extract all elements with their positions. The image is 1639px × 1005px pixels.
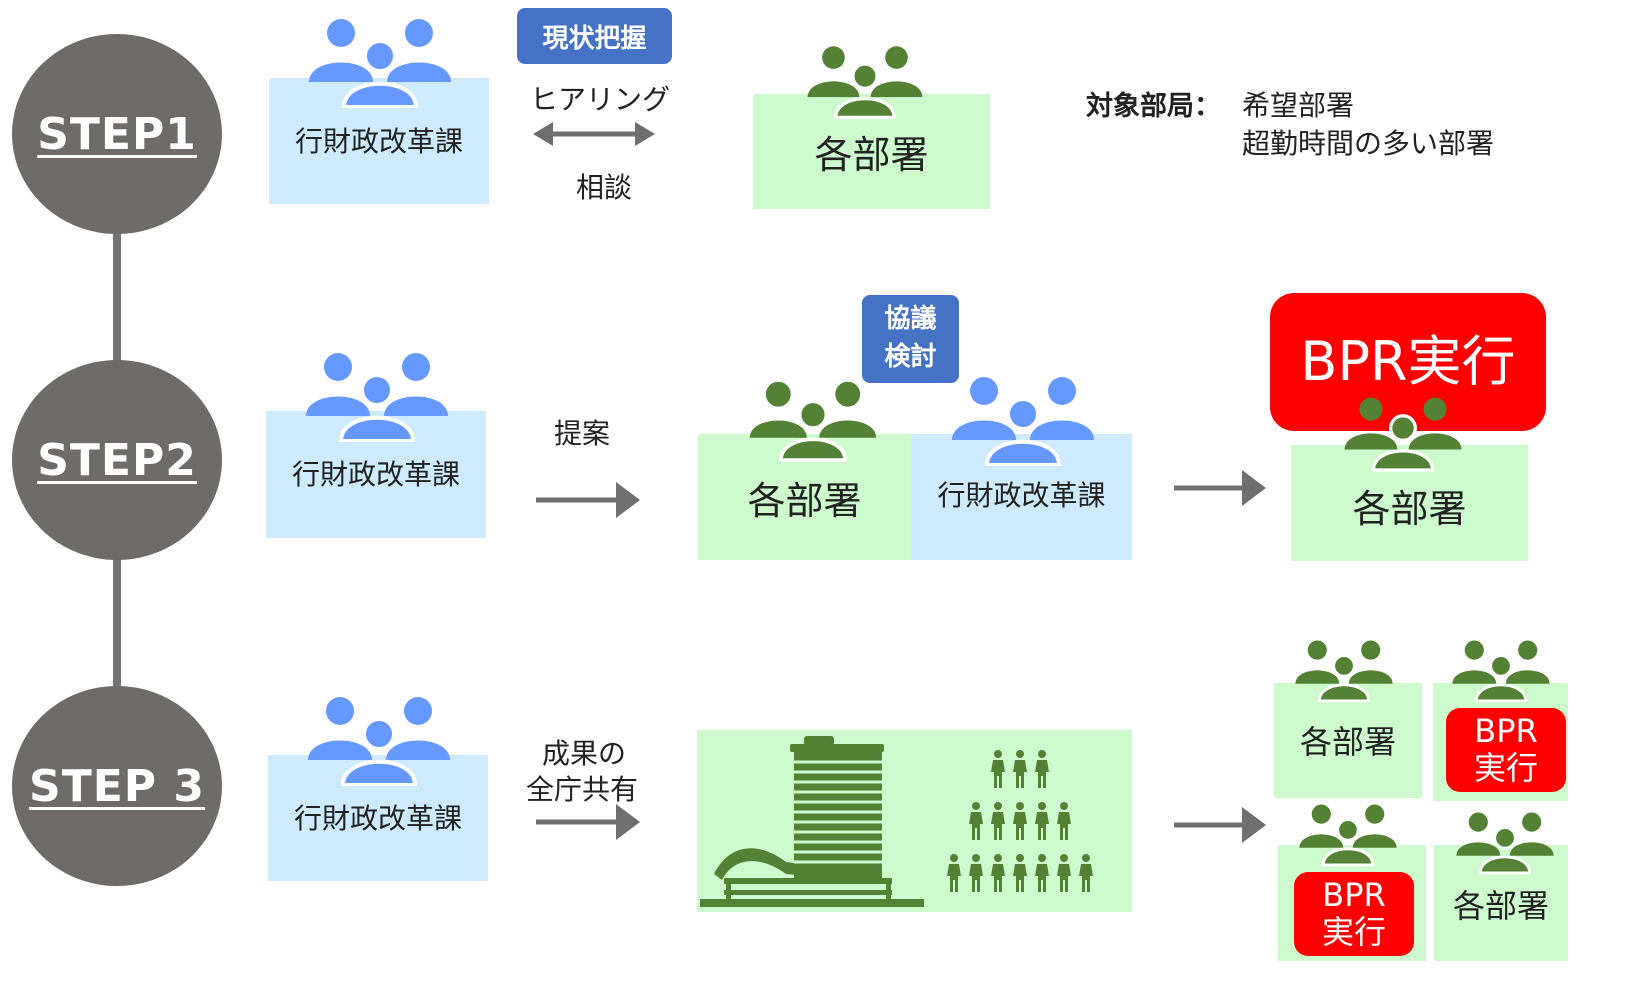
bpr-line1: BPR: [1322, 876, 1386, 915]
crowd-pyramid-icon: [947, 750, 1093, 892]
people-group-icon: [952, 377, 1094, 466]
tag-discussion-line2: 検討: [884, 342, 937, 372]
tag-current-status: 現状把握: [517, 8, 672, 64]
step1-dept-label: 各部署: [814, 133, 929, 177]
step3-dept-a-box: 各部署: [1274, 683, 1422, 798]
step2-admin-label: 行財政改革課: [291, 458, 460, 491]
people-group-icon: [309, 19, 451, 108]
step1-dept-box: 各部署: [753, 94, 990, 209]
proposal-label: 提案: [554, 417, 611, 450]
step2-result-dept-label: 各部署: [1352, 487, 1467, 531]
arrow-right-icon: [536, 804, 640, 840]
step2-circle: STEP2: [12, 360, 222, 560]
bpr-line2: 実行: [1321, 913, 1386, 951]
bpr-line2: 実行: [1473, 749, 1538, 787]
building-icon: [700, 736, 924, 907]
timeline-connector: [113, 545, 121, 705]
people-group-icon: [807, 46, 923, 119]
consult-label: 相談: [576, 171, 633, 204]
people-group-icon: [308, 697, 450, 786]
step3-dept-d-box: 各部署: [1434, 845, 1568, 961]
bpr-execute-badge: BPR実行: [1270, 293, 1546, 431]
step3-dept-d-label: 各部署: [1452, 887, 1549, 925]
step3-admin-label: 行財政改革課: [293, 802, 462, 835]
timeline-connector: [113, 220, 121, 380]
people-group-icon: [1456, 812, 1554, 875]
step1-label: STEP1: [37, 108, 197, 160]
step3-circle: STEP 3: [12, 686, 222, 886]
step1-circle: STEP1: [12, 34, 222, 234]
step2-admin2-label: 行財政改革課: [937, 479, 1106, 512]
bpr-execute-badge: BPR 実行: [1446, 708, 1566, 792]
people-group-icon: [306, 353, 448, 442]
people-group-icon: [1344, 397, 1462, 472]
people-group-icon: [1295, 640, 1393, 703]
bpr-execute-badge: BPR 実行: [1294, 872, 1414, 956]
step1-admin-label: 行財政改革課: [294, 125, 463, 158]
double-arrow-icon: [533, 122, 655, 146]
bpr-line1: BPR: [1474, 712, 1538, 751]
bpr-execute-label: BPR実行: [1300, 329, 1516, 393]
share-results-line2: 全庁共有: [526, 773, 639, 806]
tag-current-status-label: 現状把握: [542, 23, 647, 54]
tag-discussion: 協議 検討: [862, 295, 959, 383]
target-dept-label: 対象部局：: [1086, 91, 1221, 122]
hearing-label: ヒアリング: [530, 83, 671, 116]
step2-label: STEP2: [37, 434, 197, 486]
step2-dept-label: 各部署: [747, 479, 862, 523]
people-group-icon: [1452, 640, 1550, 703]
people-group-icon: [749, 381, 877, 462]
tag-discussion-line1: 協議: [884, 304, 937, 335]
arrow-right-icon: [536, 482, 640, 518]
step3-admin-box: 行財政改革課: [268, 755, 488, 881]
step3-label: STEP 3: [29, 760, 205, 812]
target-dept-line1: 希望部署: [1242, 89, 1355, 122]
share-results-line1: 成果の: [542, 737, 627, 770]
arrow-right-icon: [1174, 807, 1266, 843]
people-group-icon: [1299, 804, 1397, 867]
arrow-right-icon: [1174, 470, 1266, 506]
step2-admin-box: 行財政改革課: [266, 411, 486, 538]
target-dept-line2: 超勤時間の多い部署: [1242, 127, 1495, 160]
step2-result-dept-box: 各部署: [1291, 445, 1528, 561]
step3-dept-a-label: 各部署: [1299, 723, 1396, 761]
